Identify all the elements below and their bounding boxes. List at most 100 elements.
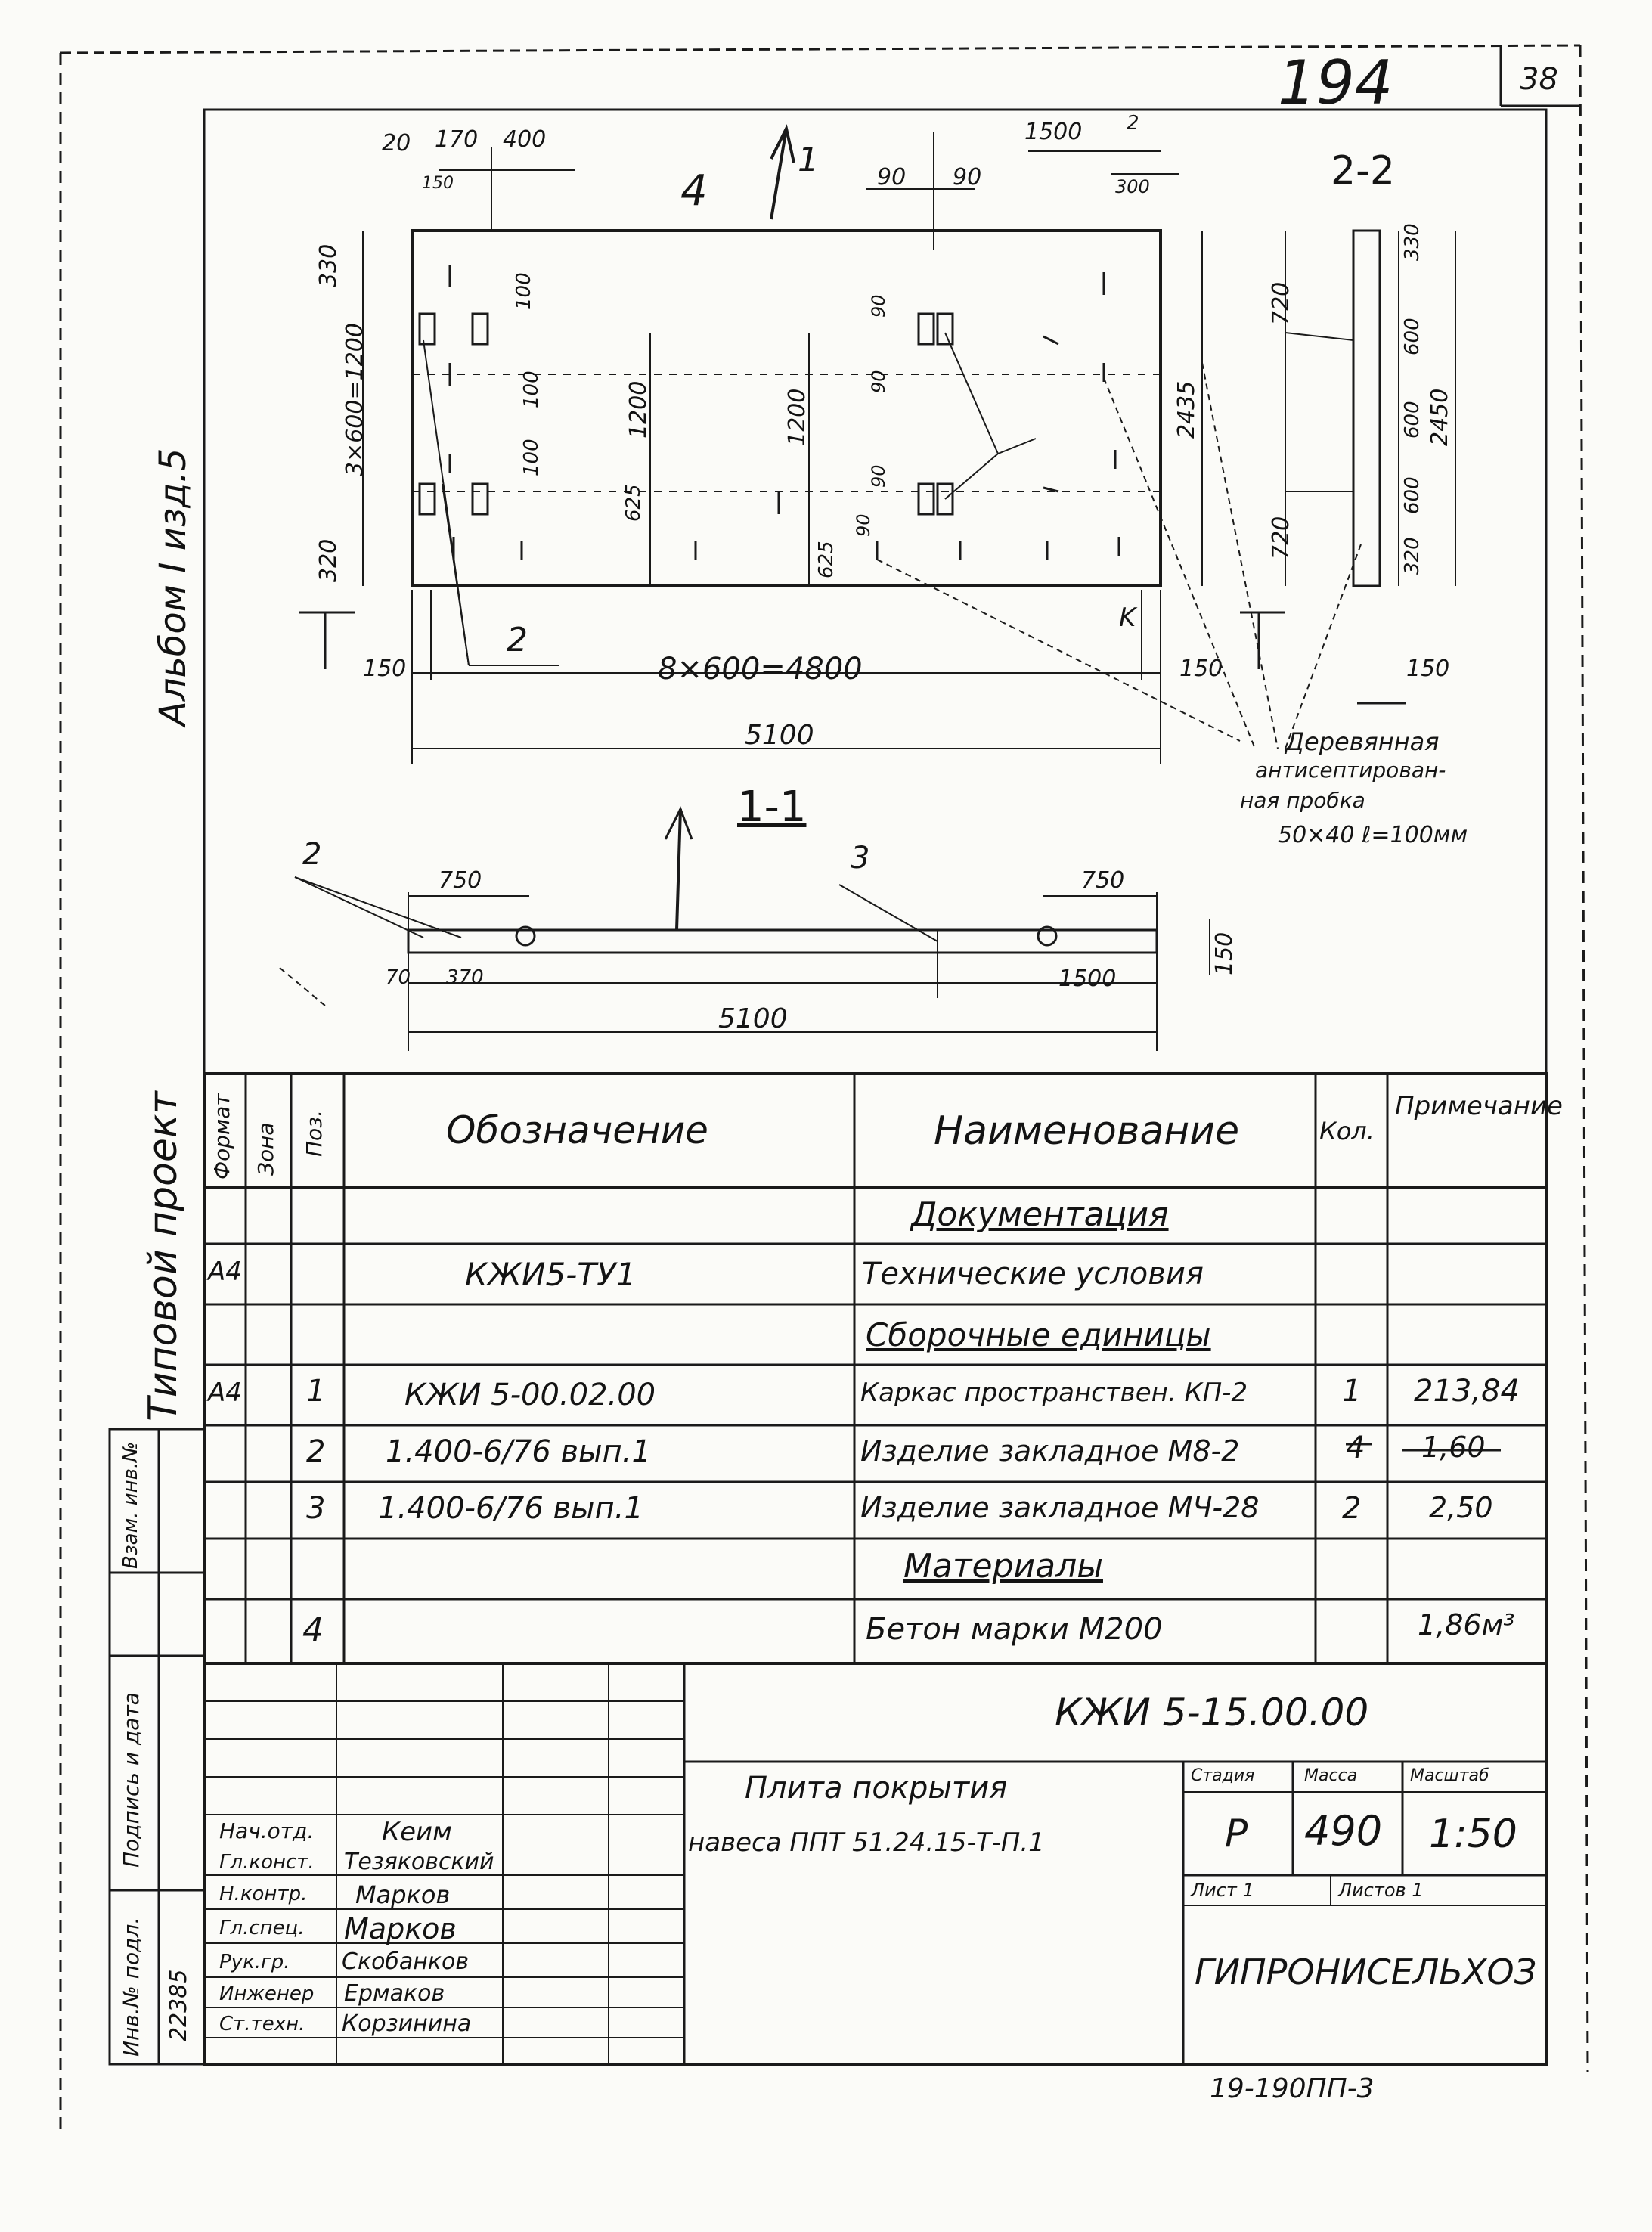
dim-1200-b: 1200 (784, 388, 811, 446)
mass-label: Масса (1304, 1766, 1358, 1785)
row-note: 1,86м³ (1418, 1608, 1515, 1641)
dim-1200-a: 1200 (625, 380, 652, 439)
sheet-label: Лист 1 (1191, 1880, 1254, 1901)
mark-k: K (1119, 603, 1136, 633)
title-line-1: Плита покрытия (745, 1771, 1008, 1806)
row-designation: 1.400-6/76 вып.1 (378, 1491, 643, 1526)
signature-role: Гл.конст. (219, 1851, 315, 1874)
section-2-2-title: 2-2 (1331, 148, 1395, 194)
stage-label: Стадия (1191, 1766, 1255, 1785)
mark-1: 1 (798, 141, 819, 179)
sec11-1500: 1500 (1058, 966, 1117, 992)
note-line-1: Деревянная (1285, 727, 1440, 756)
signature-name: Скобанков (342, 1948, 470, 1975)
mass-value: 490 (1304, 1807, 1383, 1855)
dim-90-c: 90 (868, 294, 889, 318)
sec22-320: 320 (1401, 537, 1424, 575)
page-number: 194 (1278, 48, 1393, 118)
dim-3x600: 3×600=1200 (342, 323, 368, 476)
sec11-750-b: 750 (1081, 867, 1125, 894)
corner-number: 38 (1520, 62, 1558, 97)
typovoy-project-label: Типовой проект (141, 1091, 186, 1421)
signature-name: Марков (344, 1912, 457, 1945)
dim-100-b: 100 (520, 370, 543, 408)
dim-100-c: 100 (520, 439, 543, 476)
podpis-data-label: Подпись и дата (119, 1692, 144, 1868)
sec11-70: 70 (386, 966, 411, 989)
sheets-label: Листов 1 (1338, 1880, 1424, 1901)
dim-90-d: 90 (868, 370, 889, 393)
dim-170: 170 (435, 126, 479, 153)
row-format: А4 (208, 1257, 242, 1287)
signature-role: Ст.техн. (219, 2013, 305, 2035)
note-line-4: 50×40 ℓ=100мм (1278, 822, 1468, 848)
dim-90-a: 90 (877, 164, 907, 191)
dim-1500: 1500 (1024, 119, 1083, 145)
position-2-label-section: 2 (302, 837, 322, 872)
row-designation: КЖИ5-ТУ1 (465, 1256, 637, 1293)
row-name: Изделие закладное МЧ-28 (860, 1491, 1260, 1524)
dim-2-top: 2 (1127, 112, 1139, 135)
signature-name: Марков (355, 1880, 451, 1909)
row-name: Каркас пространствен. КП-2 (860, 1378, 1248, 1408)
row-pos: 3 (306, 1491, 326, 1526)
stage-value: Р (1225, 1812, 1248, 1855)
dim-90-f: 90 (853, 513, 874, 537)
row-designation: 1.400-6/76 вып.1 (386, 1434, 651, 1469)
dim-20: 20 (382, 130, 411, 157)
sec22-600-c: 600 (1401, 476, 1424, 514)
signature-name: Тезяковский (344, 1849, 494, 1875)
sec22-2450: 2450 (1427, 388, 1453, 446)
sec22-720-b: 720 (1268, 516, 1294, 560)
row-qty: 2 (1342, 1491, 1362, 1526)
dim-100-a: 100 (513, 272, 535, 310)
note-line-3: ная пробка (1240, 788, 1365, 813)
dim-625-a: 625 (622, 484, 645, 522)
dim-90-e: 90 (868, 464, 889, 488)
sec22-150: 150 (1406, 656, 1450, 682)
signature-role: Н.контр. (219, 1883, 308, 1905)
signature-name: Ермаков (344, 1980, 445, 2007)
dim-150-top: 150 (422, 174, 454, 193)
sec11-150: 150 (1211, 932, 1238, 975)
title-line-2: навеса ППТ 51.24.15-Т-П.1 (688, 1827, 1045, 1858)
row-name: Бетон марки М200 (866, 1612, 1163, 1647)
sec22-720-a: 720 (1268, 281, 1294, 325)
signature-role: Инженер (219, 1982, 315, 2005)
header-designation: Обозначение (446, 1108, 708, 1152)
dim-2435: 2435 (1173, 380, 1200, 439)
row-pos: 2 (306, 1434, 326, 1469)
position-3-label: 3 (851, 841, 870, 876)
sec11-750-a: 750 (439, 867, 482, 894)
header-qty: Кол. (1319, 1117, 1375, 1145)
bottom-code: 19-190ПП-3 (1210, 2073, 1375, 2104)
row-name: Технические условия (862, 1257, 1204, 1291)
header-pos: Поз. (302, 1110, 327, 1157)
organization-name: ГИПРОНИСЕЛЬХОЗ (1195, 1951, 1537, 1992)
row-section-assemblies: Сборочные единицы (866, 1316, 1211, 1353)
dim-150-left: 150 (363, 656, 407, 682)
header-note: Примечание (1395, 1091, 1563, 1121)
row-section-documentation: Документация (911, 1195, 1169, 1234)
position-2-label: 2 (507, 621, 528, 659)
row-note: 2,50 (1429, 1491, 1493, 1524)
dim-5100-plan: 5100 (745, 720, 814, 751)
header-zone: Зона (253, 1122, 278, 1176)
row-qty: 1 (1342, 1374, 1362, 1409)
inv-number: 22385 (166, 1969, 192, 2041)
row-name: Изделие закладное М8-2 (860, 1434, 1240, 1468)
inv-podl-label: Инв.№ подл. (119, 1917, 144, 2057)
dim-320: 320 (315, 538, 342, 582)
sec22-330: 330 (1401, 223, 1424, 261)
dim-400: 400 (503, 126, 547, 153)
header-format: Формат (209, 1093, 234, 1180)
dim-625-b: 625 (815, 541, 838, 578)
doc-code: КЖИ 5-15.00.00 (1055, 1691, 1369, 1734)
dim-300: 300 (1115, 176, 1150, 197)
row-note: 213,84 (1414, 1374, 1520, 1409)
row-designation: КЖИ 5-00.02.00 (404, 1378, 656, 1412)
mark-4: 4 (680, 166, 708, 215)
scale-value: 1:50 (1429, 1812, 1517, 1857)
sec11-5100: 5100 (718, 1003, 788, 1034)
